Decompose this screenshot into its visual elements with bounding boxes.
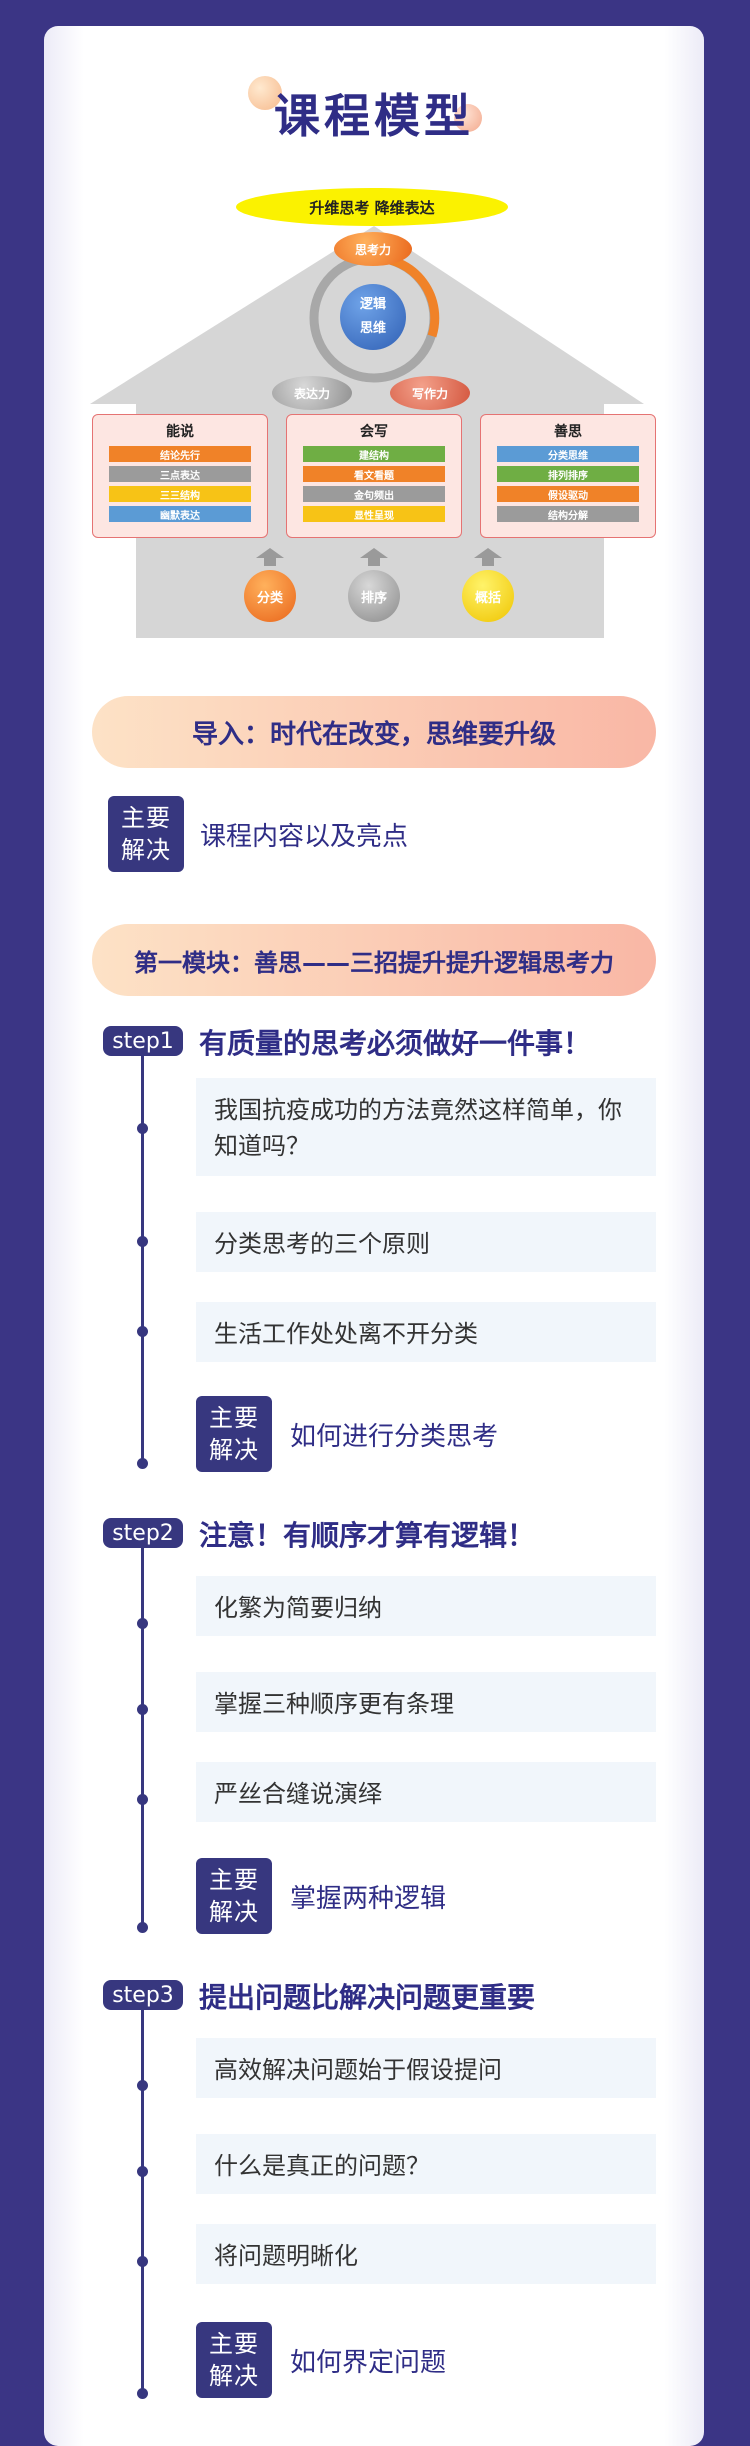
timeline-dot <box>137 1794 148 1805</box>
module1-banner: 第一模块：善思——三招提升提升逻辑思考力 <box>92 924 656 996</box>
timeline-dot <box>137 1236 148 1247</box>
timeline-dot <box>137 1704 148 1715</box>
step2-pill: step2 <box>103 1518 183 1548</box>
top-label-oval: 升维思考 降维表达 <box>236 188 508 226</box>
step1-solve: 如何进行分类思考 <box>290 1422 499 1452</box>
box-tag: 看文看题 <box>303 466 445 482</box>
badge-line-2: 解决 <box>209 1436 259 1464</box>
step3-badge: 主要 解决 <box>196 2322 272 2398</box>
box-tag: 排列排序 <box>497 466 639 482</box>
timeline-dot <box>137 1326 148 1337</box>
orb-classify: 分类 <box>244 570 296 622</box>
timeline-dot <box>137 2166 148 2177</box>
box-tag: 显性呈现 <box>303 506 445 522</box>
center-line-2: 思维 <box>359 321 386 336</box>
title-decoration-dot-left <box>248 76 282 110</box>
orb-order: 排序 <box>348 570 400 622</box>
timeline-dot <box>137 2388 148 2399</box>
box-writing: 会写 建结构 看文看题 金句频出 显性呈现 <box>286 414 462 538</box>
orb-summarize: 概括 <box>462 570 514 622</box>
timeline-dot <box>137 1123 148 1134</box>
badge-line-1: 主要 <box>121 804 171 832</box>
content-card: 课程模型 升维思考 降维表达 逻辑 思维 思考力 表达力 写作力 能说 结论先行… <box>44 26 704 2446</box>
intro-badge: 主要 解决 <box>108 796 184 872</box>
box-tag: 幽默表达 <box>109 506 251 522</box>
box-speaking: 能说 结论先行 三点表达 三三结构 幽默表达 <box>92 414 268 538</box>
step2-timeline <box>141 1548 144 1928</box>
step1-item: 分类思考的三个原则 <box>196 1212 656 1272</box>
box-title: 能说 <box>166 424 194 440</box>
badge-line-2: 解决 <box>209 1898 259 1926</box>
page-title: 课程模型 <box>274 89 474 143</box>
box-tag: 建结构 <box>303 446 445 462</box>
box-title: 会写 <box>360 424 388 440</box>
badge-line-1: 主要 <box>209 1404 259 1432</box>
step1-timeline <box>141 1056 144 1464</box>
orb-expression: 表达力 <box>272 376 352 410</box>
up-arrows <box>256 548 502 566</box>
box-tag: 假设驱动 <box>497 486 639 502</box>
step3-timeline <box>141 2010 144 2394</box>
step1-item: 生活工作处处离不开分类 <box>196 1302 656 1362</box>
box-tag: 金句频出 <box>303 486 445 502</box>
box-tag: 结构分解 <box>497 506 639 522</box>
step2-item: 掌握三种顺序更有条理 <box>196 1672 656 1732</box>
orb-thinking: 思考力 <box>334 232 412 266</box>
timeline-dot <box>137 2080 148 2091</box>
center-logic-orb: 逻辑 思维 <box>340 284 406 350</box>
step3-title: 提出问题比解决问题更重要 <box>199 1981 536 2014</box>
title-decoration-dot-right <box>454 104 482 132</box>
course-model-diagram: 升维思考 降维表达 逻辑 思维 思考力 表达力 写作力 能说 结论先行 三点表达… <box>44 186 704 646</box>
step3-item: 什么是真正的问题？ <box>196 2134 656 2194</box>
step1-item: 我国抗疫成功的方法竟然这样简单，你知道吗？ <box>196 1078 656 1176</box>
orb-writing: 写作力 <box>390 376 470 410</box>
timeline-dot <box>137 1922 148 1933</box>
box-title: 善思 <box>554 424 582 440</box>
box-thinking: 善思 分类思维 排列排序 假设驱动 结构分解 <box>480 414 656 538</box>
badge-line-2: 解决 <box>209 2362 259 2390</box>
timeline-dot <box>137 1618 148 1629</box>
step2-badge: 主要 解决 <box>196 1858 272 1934</box>
timeline-dot <box>137 1458 148 1469</box>
box-tag: 三点表达 <box>109 466 251 482</box>
intro-text: 课程内容以及亮点 <box>200 822 409 852</box>
badge-line-1: 主要 <box>209 2330 259 2358</box>
step1-badge: 主要 解决 <box>196 1396 272 1472</box>
box-tag: 分类思维 <box>497 446 639 462</box>
step2-item: 化繁为简要归纳 <box>196 1576 656 1636</box>
center-line-1: 逻辑 <box>359 297 386 312</box>
box-tag: 结论先行 <box>109 446 251 462</box>
intro-banner: 导入：时代在改变，思维要升级 <box>92 696 656 768</box>
badge-line-2: 解决 <box>121 836 171 864</box>
step3-pill: step3 <box>103 1980 183 2010</box>
step3-solve: 如何界定问题 <box>290 2348 447 2378</box>
step2-title: 注意！有顺序才算有逻辑！ <box>199 1519 536 1552</box>
step2-item: 严丝合缝说演绎 <box>196 1762 656 1822</box>
badge-line-1: 主要 <box>209 1866 259 1894</box>
box-tag: 三三结构 <box>109 486 251 502</box>
step1-title: 有质量的思考必须做好一件事！ <box>199 1027 592 1060</box>
step3-item: 将问题明晰化 <box>196 2224 656 2284</box>
step1-pill: step1 <box>103 1026 183 1056</box>
step3-item: 高效解决问题始于假设提问 <box>196 2038 656 2098</box>
step2-solve: 掌握两种逻辑 <box>290 1884 447 1914</box>
timeline-dot <box>137 2256 148 2267</box>
